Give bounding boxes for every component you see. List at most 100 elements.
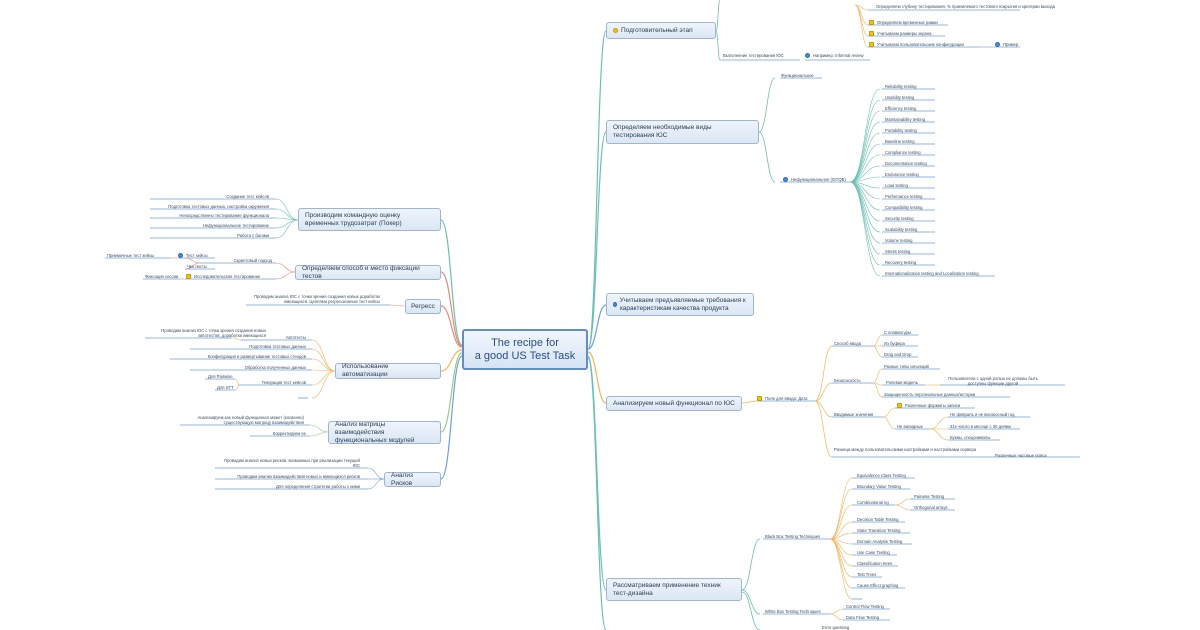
connector: [854, 4, 869, 26]
connector: [894, 504, 911, 511]
fix-explore: Исследовательское тестирование: [186, 274, 260, 280]
edge-root-analyze: [587, 351, 607, 404]
connector: [872, 334, 883, 347]
types-list-item: Compatibility testing: [885, 205, 923, 210]
node-req-label: Учитываем предъявляемые требования к хар…: [619, 296, 746, 312]
connector: [829, 477, 853, 540]
bulb-icon: [869, 20, 874, 26]
node-req[interactable]: Учитываем предъявляемые требования к хар…: [606, 293, 754, 316]
invalid-item: 31е число в месяце с 30 днями: [950, 424, 1011, 429]
node-techniques-label: Рассматриваем применение техник тест-диз…: [613, 581, 721, 597]
wb-item: Control Flow Testing: [846, 604, 884, 609]
connector: [758, 131, 776, 183]
comb-item: Orthogonal arrays: [914, 505, 948, 510]
wb-item: Data Flow Testing: [846, 615, 880, 620]
types-list-item: Performance testing: [885, 194, 923, 199]
node-regress-label: Регресс: [411, 302, 435, 310]
connector: [311, 339, 336, 372]
node-prep-label: Подготовительный этап: [621, 26, 693, 34]
connector: [872, 345, 883, 358]
auto-item: Автотесты: [285, 335, 306, 340]
connector: [829, 608, 844, 615]
connector: [849, 181, 881, 244]
connector: [849, 121, 881, 183]
connector: [741, 591, 761, 630]
bb-list-item: Test Trees: [857, 572, 877, 577]
edge-root-req: [587, 304, 607, 350]
fix-explore-leaf: Фиксация сессии: [145, 274, 179, 279]
bulb-icon: [869, 31, 874, 37]
security-item: Ролевая модель: [886, 380, 918, 385]
regress-leaf: Проводим анализ ЮС с точки зрения создан…: [254, 294, 380, 304]
connector: [715, 0, 721, 32]
bulb-icon: [186, 274, 191, 280]
security: Безопасность: [834, 378, 861, 383]
node-auto[interactable]: Использование автоматизации: [335, 363, 441, 379]
bb-list-item: Cause Effect graphing: [857, 583, 899, 588]
connector: [275, 219, 299, 229]
connector: [882, 407, 896, 418]
types-list-item: Recovery testing: [885, 260, 917, 265]
node-types[interactable]: Определяем необходимые виды тестирования…: [606, 120, 759, 144]
node-matrix[interactable]: Анализ матрицы взаимодействия функционал…: [328, 421, 441, 444]
connector: [234, 384, 241, 391]
connector: [929, 416, 949, 430]
connector: [849, 181, 881, 277]
ways-item: Из буфера: [884, 341, 905, 346]
connector: [829, 538, 853, 589]
node-estimate[interactable]: Производим командную оценку временных тр…: [298, 208, 441, 231]
auto-item: Генерация тест кейсов: [261, 380, 306, 385]
info-icon: [995, 42, 1000, 48]
bb-list-item: Equivalence Class Testing: [857, 473, 906, 478]
node-regress[interactable]: Регресс: [405, 299, 441, 314]
connector: [829, 538, 853, 578]
connector: [814, 345, 833, 402]
fix-script: Скриптовый подход: [233, 258, 272, 263]
connector: [311, 370, 336, 386]
security-item: Разные типы инъекций: [884, 364, 929, 369]
bb-list-item: State Transition Testing: [857, 528, 901, 533]
root-node[interactable]: The recipe for a good US Test Task: [462, 329, 588, 370]
risk-item: Проводим анализ взаимодействия новых и и…: [237, 474, 360, 479]
node-techniques[interactable]: Рассматриваем применение техник тест-диз…: [606, 578, 742, 601]
inputval-item: Различные форматы записи: [897, 403, 960, 409]
connector: [715, 30, 721, 61]
bulb-icon: [897, 403, 902, 409]
connector: [231, 337, 243, 341]
node-fix[interactable]: Определяем способ и место фиксации тесто…: [295, 265, 441, 280]
connector: [184, 257, 201, 264]
ways-item: С клавиатуры: [884, 330, 911, 335]
risk-item: Для определения стратегии работы с ними: [275, 484, 360, 489]
node-matrix-label: Анализ матрицы взаимодействия функционал…: [335, 420, 415, 444]
info-icon: [783, 177, 788, 183]
connector: [275, 198, 299, 221]
bb-list-item: Use Case Testing: [857, 550, 890, 555]
matrix-item: Корректируем ее: [272, 431, 306, 436]
prep-item-depth: Определяем глубину тестирования, % прием…: [876, 4, 1056, 9]
node-risk[interactable]: Анализ Рисков: [384, 472, 441, 487]
wb: White Box Testing Techniques: [765, 609, 821, 614]
types-list-item: Internationalization testing and Localiz…: [885, 271, 979, 276]
connector: [309, 431, 329, 437]
connector: [829, 504, 853, 540]
auto-item: Конфигурация и развертывание тестовых ст…: [207, 354, 306, 359]
connector: [872, 382, 883, 398]
connector: [741, 589, 761, 615]
edge-root-estimate: [440, 219, 463, 346]
node-prep[interactable]: Подготовительный этап: [606, 22, 716, 39]
edge-root-regress: [440, 305, 463, 348]
types-list-item: Maintainability testing: [885, 117, 926, 122]
connector: [758, 77, 776, 133]
node-analyze[interactable]: Анализируем новый функционал по ЮС: [606, 396, 742, 411]
node-fix-label: Определяем способ и место фиксации тесто…: [302, 264, 420, 280]
edge-root-types: [587, 131, 607, 350]
inputval-item: Не валидные: [897, 424, 923, 429]
error-guessing: Error guessing: [822, 625, 850, 630]
connector: [275, 262, 296, 273]
connector: [829, 538, 853, 600]
connector: [849, 165, 881, 183]
types-list-item: Reliability testing: [885, 84, 917, 89]
edge-root-techniques: [587, 355, 607, 591]
fix-script-item: Чек листы: [187, 264, 207, 269]
